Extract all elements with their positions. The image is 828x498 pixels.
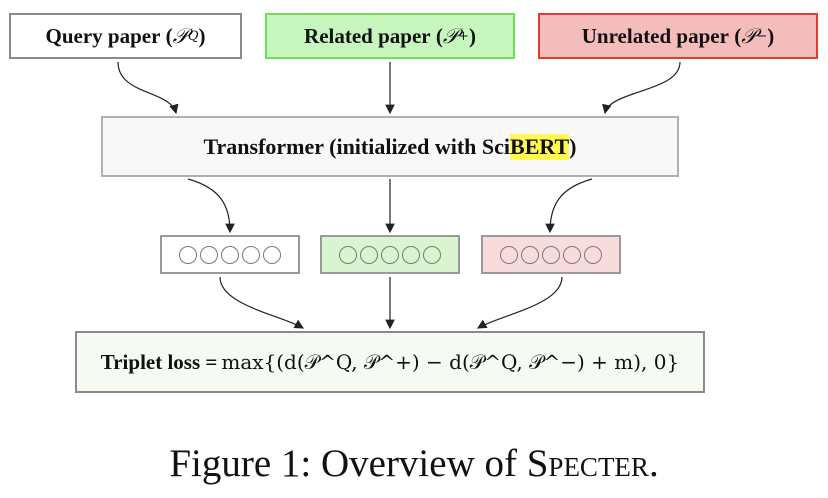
triplet-loss-box: Triplet loss = max{(d(𝒫^Q, 𝒫^+) − d(𝒫^Q,… — [75, 331, 705, 393]
embedding-unit — [179, 245, 197, 264]
embedding-unit — [242, 245, 260, 264]
embedding-unit — [521, 245, 539, 264]
query-symbol: 𝒫 — [172, 23, 188, 48]
query-embedding — [160, 235, 300, 274]
unrelated-paper-box: Unrelated paper (𝒫−) — [538, 13, 818, 59]
related-paper-box: Related paper (𝒫+) — [265, 13, 515, 59]
arrow-emb-query-to-loss — [219, 276, 305, 329]
transformer-label-highlight: BERT — [510, 133, 570, 160]
caption-model-name: Specter — [526, 442, 649, 485]
unrelated-sup: − — [756, 28, 768, 44]
unrelated-embedding — [481, 235, 621, 274]
arrow-emb-unrelated-to-loss — [476, 276, 563, 329]
arrow-transformer-to-emb-unrelated — [545, 178, 593, 234]
unrelated-paper-label: Unrelated paper — [581, 23, 729, 48]
figure-caption: Figure 1: Overview of Specter. — [0, 441, 828, 486]
transformer-label-prefix: Transformer (initialized with Sci — [203, 133, 511, 159]
embedding-unit — [584, 245, 602, 264]
embedding-unit — [360, 245, 378, 264]
embedding-unit — [500, 245, 518, 264]
embedding-unit — [200, 245, 218, 264]
triplet-loss-label: Triplet loss = — [100, 349, 218, 374]
related-sup: + — [458, 28, 469, 44]
related-paper-label: Related paper — [304, 23, 431, 48]
caption-prefix: Figure 1: Overview of — [169, 442, 527, 485]
related-symbol: 𝒫 — [442, 23, 459, 48]
query-sup: Q — [187, 28, 199, 44]
related-embedding — [320, 235, 460, 274]
embedding-unit — [402, 245, 420, 264]
embedding-unit — [381, 245, 399, 264]
arrow-query-to-transformer — [117, 61, 179, 115]
embedding-unit — [542, 245, 560, 264]
embedding-unit — [221, 245, 239, 264]
triplet-loss-formula: max{(d(𝒫^Q, 𝒫^+) − d(𝒫^Q, 𝒫^−) + m), 0} — [221, 350, 679, 374]
unrelated-symbol: 𝒫 — [741, 23, 757, 48]
embedding-unit — [263, 245, 281, 264]
embedding-unit — [423, 245, 441, 264]
arrow-unrelated-to-transformer — [602, 61, 681, 115]
embedding-unit — [339, 245, 357, 264]
embedding-unit — [563, 245, 581, 264]
query-paper-label: Query paper — [45, 23, 161, 48]
caption-suffix: . — [648, 442, 659, 485]
transformer-label-suffix: ) — [569, 133, 577, 159]
arrow-transformer-to-emb-query — [187, 178, 235, 234]
formula-text: max{(d(𝒫^Q, 𝒫^+) − d(𝒫^Q, 𝒫^−) + m), 0} — [221, 350, 680, 374]
